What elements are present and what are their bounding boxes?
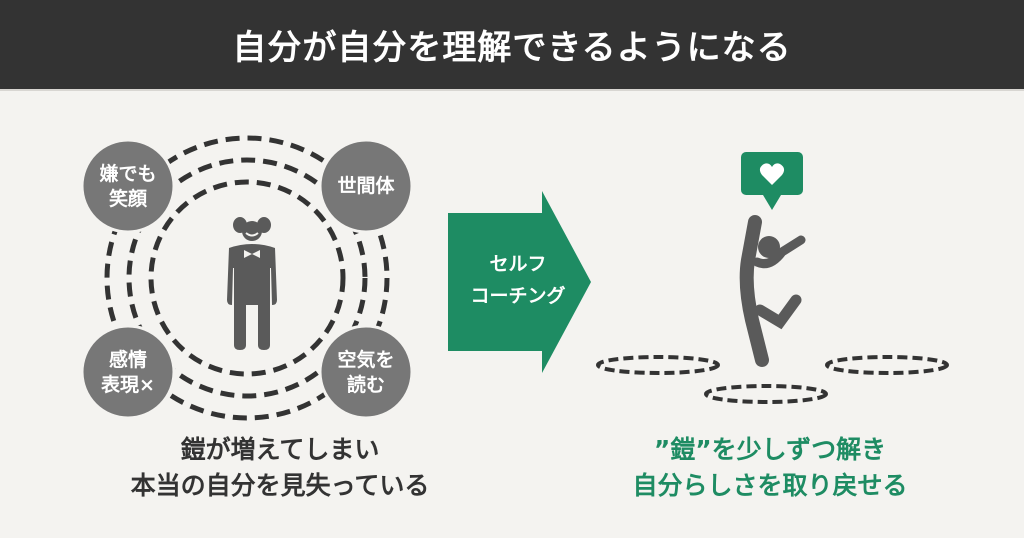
arrow-shape — [448, 191, 591, 373]
bubble-label-forced-smile: 嫌でも 笑顔 — [82, 162, 174, 212]
bubble-text-line: 読む — [346, 374, 385, 396]
page-title: 自分が自分を理解できるようになる — [232, 28, 792, 68]
bubble-label-read-atmosphere: 空気を 読む — [320, 348, 412, 398]
heart-speech-bubble-icon — [741, 152, 803, 210]
bubble-label-appearances: 世間体 — [320, 174, 412, 199]
right-caption-line1: ”鎧”を少しずつ解き — [653, 435, 887, 464]
bubble-appearances — [318, 138, 414, 234]
right-caption: ”鎧”を少しずつ解き 自分らしさを取り戻せる — [560, 432, 980, 504]
armor-rings — [104, 135, 390, 421]
platforms — [596, 355, 949, 404]
arrow-label: セルフ コーチング — [448, 248, 588, 312]
bubble-text-line: 世間体 — [337, 175, 395, 197]
right-caption-line2: 自分らしさを取り戻せる — [632, 471, 908, 500]
bubble-text-line: 嫌でも — [99, 163, 157, 185]
clown-person-icon — [227, 217, 277, 350]
bubble-text-line: 空気を — [337, 349, 395, 371]
arrow-label-line2: コーチング — [470, 285, 566, 307]
bubbles — [80, 138, 414, 420]
arrow-label-line1: セルフ — [489, 253, 547, 275]
bubble-label-suppress-emotion: 感情 表現× — [82, 348, 174, 398]
bubble-read-atmosphere — [318, 324, 414, 420]
bubble-text-line: 感情 — [108, 349, 147, 371]
bubble-text-line: 表現× — [101, 374, 155, 396]
bubble-forced-smile — [80, 138, 176, 234]
left-caption-line1: 鎧が増えてしまい — [180, 435, 380, 464]
bubble-text-line: 笑顔 — [108, 188, 147, 210]
header-divider — [0, 89, 1024, 91]
bubble-suppress-emotion — [80, 324, 176, 420]
left-caption-line2: 本当の自分を見失っている — [130, 471, 430, 500]
header-bar: 自分が自分を理解できるようになる — [0, 0, 1024, 89]
left-caption: 鎧が増えてしまい 本当の自分を見失っている — [60, 432, 500, 504]
jumping-person-icon — [739, 215, 806, 367]
